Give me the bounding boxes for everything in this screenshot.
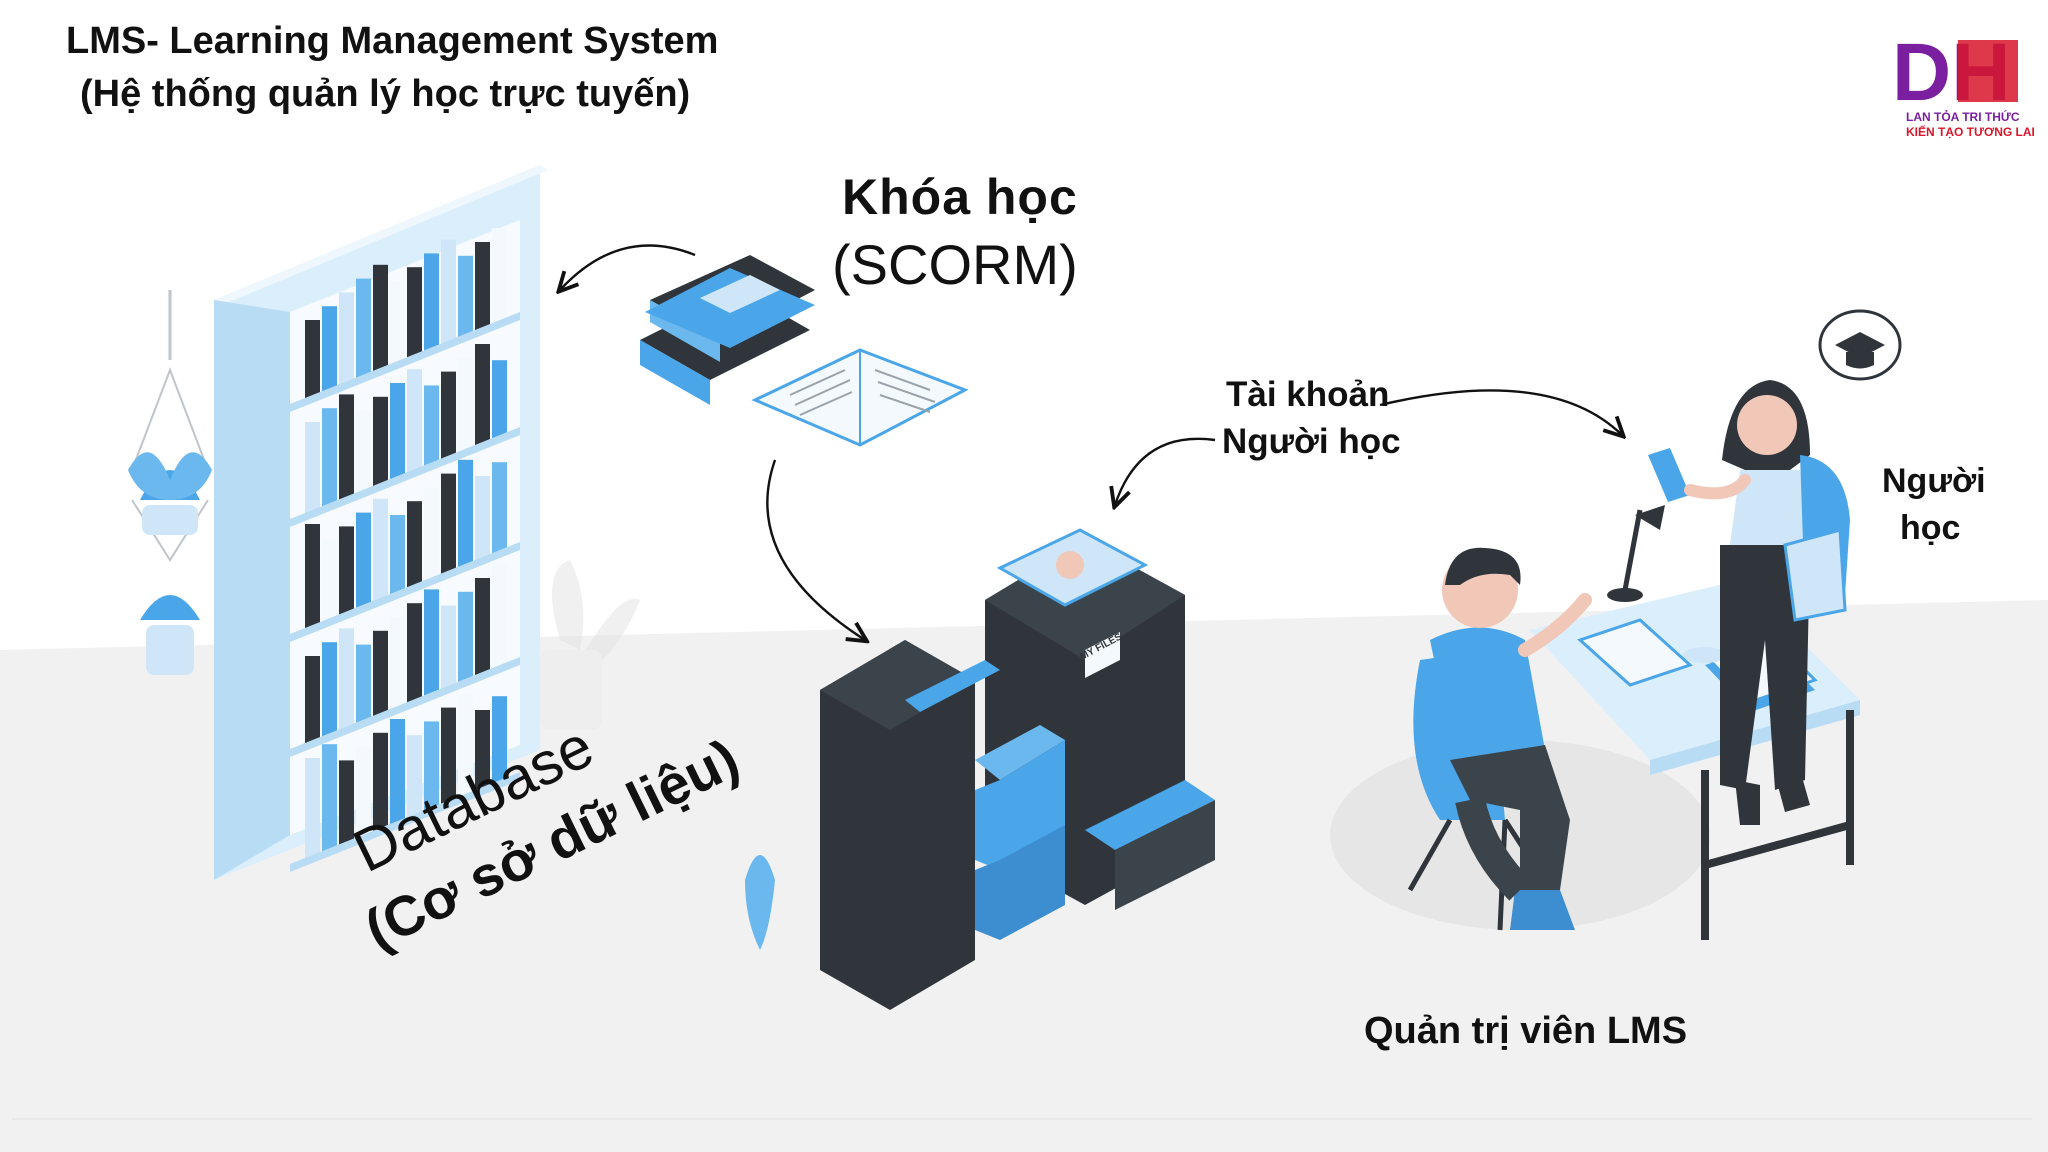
shelf-book	[322, 306, 337, 394]
shelf-board	[290, 772, 520, 872]
shelf-book	[356, 512, 371, 610]
shelf-book	[475, 344, 490, 447]
file-cabinets: MY FILES	[745, 528, 1215, 1010]
shelf-book	[407, 603, 422, 705]
shelf-book	[441, 473, 456, 576]
shelf-book	[492, 564, 507, 671]
shelf-book	[373, 630, 388, 718]
shelf-book	[322, 744, 337, 854]
learner-label-line1: Người	[1882, 462, 1986, 500]
shelf-book	[407, 735, 422, 820]
account-label-line1: Tài khoản	[1226, 375, 1390, 414]
arrow-course-to-cabinet	[766, 459, 865, 640]
course-books	[640, 255, 969, 447]
brand-logo: DH H LAN TỎA TRI THỨC KIẾN TẠO TƯƠNG LAI	[1890, 30, 2035, 148]
shelf-book	[492, 462, 507, 556]
shelf-book	[339, 760, 354, 847]
bookshelf	[214, 165, 548, 880]
hanging-plant	[128, 290, 212, 675]
shelf-book	[458, 693, 473, 799]
shelf-book	[305, 656, 320, 745]
shelf-book	[373, 396, 388, 488]
shelf-book	[424, 385, 439, 468]
shelf-book	[356, 644, 371, 725]
logo-letters: DH H	[1892, 30, 2018, 110]
shelf-book	[373, 732, 388, 833]
shelf-book	[305, 422, 320, 515]
shelf-book	[339, 526, 354, 617]
shelf-book	[305, 320, 320, 400]
admin-scene	[1330, 505, 1860, 940]
page-title: LMS- Learning Management System	[66, 20, 719, 62]
shelf-books	[305, 228, 507, 860]
shelf-book	[390, 281, 405, 366]
shelf-book	[458, 591, 473, 684]
learner-label-line2: học	[1900, 509, 1961, 547]
shelf-book	[458, 255, 473, 339]
shelf-book	[424, 589, 439, 698]
shelf-book	[322, 540, 337, 624]
shelf-book	[424, 253, 439, 353]
shelf-book	[492, 228, 507, 326]
shelf-book	[356, 746, 371, 840]
shelf-book	[424, 487, 439, 583]
shelf-book	[356, 278, 371, 380]
shelf-book	[390, 617, 405, 711]
admin-label: Quản trị viên LMS	[1364, 1010, 1688, 1052]
flow-arrows	[560, 244, 1622, 640]
shelf-book	[390, 719, 405, 826]
shelf-book	[373, 498, 388, 603]
shelf-book	[475, 476, 490, 562]
shelf-book	[390, 383, 405, 481]
shelf-book	[492, 360, 507, 441]
shelf-boards	[290, 312, 520, 872]
shelf-book	[441, 239, 456, 346]
arrow-course-to-database	[560, 244, 696, 290]
learner-scene	[1648, 309, 1902, 825]
learner-label-box	[1858, 460, 2048, 556]
shelf-book	[407, 267, 422, 360]
shelf-board	[290, 312, 520, 412]
shelf-book	[441, 605, 456, 691]
shelf-board	[290, 427, 520, 527]
shelf-board	[290, 657, 520, 757]
shelf-book	[458, 357, 473, 454]
shelf-book	[322, 642, 337, 739]
shelf-book	[441, 371, 456, 461]
shelf-book	[441, 707, 456, 806]
shelf-book	[356, 410, 371, 495]
shelf-book	[322, 408, 337, 509]
shelf-book	[475, 710, 490, 792]
account-label-line2: Người học	[1222, 422, 1401, 461]
logo-tagline-2: KIẾN TẠO TƯƠNG LAI	[1906, 125, 2035, 139]
shelf-book	[407, 369, 422, 475]
shelf-book	[458, 459, 473, 569]
shelf-board	[290, 542, 520, 642]
shelf-book	[339, 292, 354, 387]
shelf-book	[339, 394, 354, 502]
shelf-book	[373, 264, 388, 373]
arrow-account-to-learner	[1379, 389, 1622, 435]
shelf-book	[492, 696, 507, 786]
logo-tagline-1: LAN TỎA TRI THỨC	[1906, 110, 2020, 124]
bottom-frame-line	[12, 1118, 2032, 1120]
shelf-book	[390, 515, 405, 596]
arrow-account-to-cabinet	[1115, 437, 1216, 505]
shelf-book	[424, 721, 439, 813]
course-title: Khóa học	[842, 169, 1078, 225]
shelf-book	[407, 501, 422, 590]
page-subtitle: (Hệ thống quản lý học trực tuyến)	[80, 73, 691, 115]
shelf-book	[305, 758, 320, 860]
course-format-label: (SCORM)	[832, 233, 1078, 296]
background-plant	[540, 560, 640, 730]
shelf-book	[475, 578, 490, 677]
shelf-book	[305, 524, 320, 630]
shelf-book	[339, 628, 354, 732]
shelf-book	[475, 242, 490, 332]
